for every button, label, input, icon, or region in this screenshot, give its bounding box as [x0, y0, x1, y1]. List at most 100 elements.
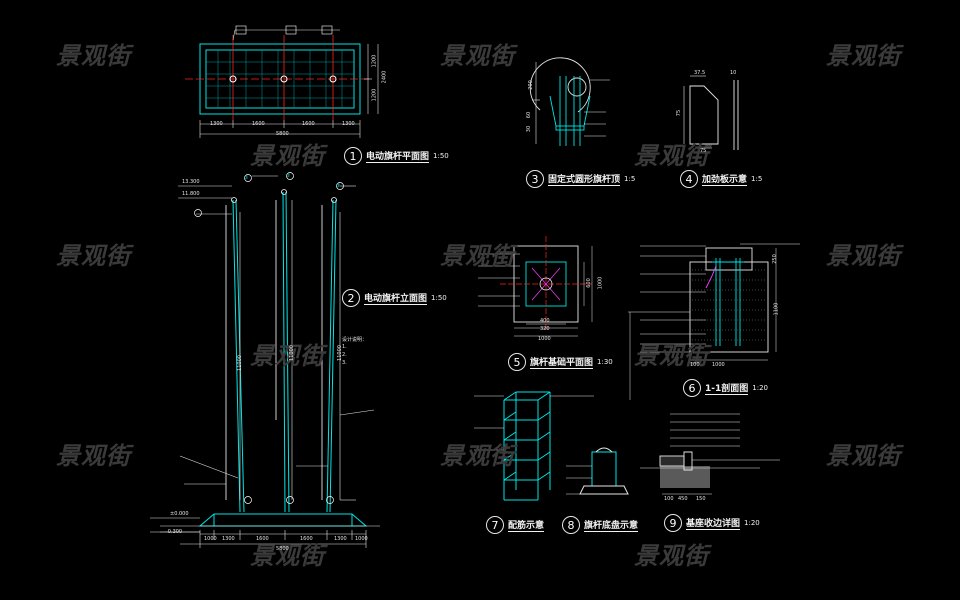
dim-label: 1000 — [538, 336, 551, 342]
watermark: 景观街 — [440, 42, 515, 70]
detail-3-pole-top — [529, 57, 610, 146]
dim-label: 1300 — [334, 536, 347, 542]
dim-label: 1100 — [773, 302, 780, 316]
detail-number: 9 — [664, 514, 682, 532]
detail-title-text: 1-1剖面图 — [705, 381, 749, 395]
note-line: 2. — [342, 352, 347, 358]
watermark: 景观街 — [826, 442, 901, 470]
level-label: 11.800 — [182, 191, 200, 197]
dim-label: 1000 — [204, 536, 217, 542]
detail-number: 5 — [508, 353, 526, 371]
detail-number: 6 — [683, 379, 701, 397]
grid-marker: ② — [286, 173, 291, 179]
detail-scale: 1:20 — [752, 384, 768, 392]
dim-label: 100 — [664, 496, 674, 502]
watermark: 景观街 — [250, 142, 325, 170]
dim-label: 1600 — [256, 536, 269, 542]
dim-label: 1000 — [355, 536, 368, 542]
dim-label: 400 — [540, 318, 550, 324]
detail-6-section — [628, 243, 800, 400]
dim-label: 1200 — [371, 54, 378, 68]
detail-title-1: 1 电动旗杆平面图 1:50 — [344, 147, 449, 165]
dim-label: 5800 — [276, 131, 289, 137]
detail-number: 2 — [342, 289, 360, 307]
detail-number: 8 — [562, 516, 580, 534]
dim-label: 1600 — [302, 121, 315, 127]
dim-label: 1200 — [371, 88, 378, 102]
detail-title-text: 基座收边详图 — [686, 516, 741, 530]
detail-title-text: 加劲板示意 — [702, 172, 748, 186]
detail-1-plan — [185, 25, 379, 138]
detail-scale: 1:5 — [751, 175, 763, 183]
grid-marker: ③ — [336, 183, 341, 189]
detail-scale: 1:50 — [433, 152, 449, 160]
dim-label: 320 — [540, 326, 550, 332]
level-label: ±0.000 — [170, 511, 189, 517]
detail-8-baseplate — [566, 447, 629, 495]
watermark: 景观街 — [440, 442, 515, 470]
detail-number: 3 — [526, 170, 544, 188]
dim-label: 75 — [700, 148, 707, 154]
detail-scale: 1:50 — [431, 294, 447, 302]
dim-label: 1300 — [222, 536, 235, 542]
detail-scale: 1:5 — [624, 175, 636, 183]
level-label: -0.300 — [166, 529, 183, 535]
detail-title-text: 配筋示意 — [508, 518, 545, 532]
detail-2-elevation — [150, 172, 380, 548]
detail-title-8: 8 旗杆底盘示意 — [562, 516, 639, 534]
dim-label: 1600 — [300, 536, 313, 542]
detail-9-edge — [640, 413, 780, 495]
watermark: 景观街 — [250, 342, 325, 370]
dim-label: 37.5 — [694, 70, 706, 76]
watermark: 景观街 — [440, 242, 515, 270]
dim-label: 250 — [771, 254, 778, 264]
detail-title-text: 固定式圆形旗杆顶 — [548, 172, 621, 186]
dim-label: 1000 — [597, 276, 604, 290]
dim-label: 100 — [690, 362, 700, 368]
detail-title-3: 3 固定式圆形旗杆顶 1:5 — [526, 170, 635, 188]
detail-title-text: 旗杆底盘示意 — [584, 518, 639, 532]
detail-number: 4 — [680, 170, 698, 188]
detail-scale: 1:30 — [597, 358, 613, 366]
level-label: 13.300 — [182, 179, 200, 185]
watermark: 景观街 — [634, 342, 709, 370]
detail-title-5: 5 旗杆基础平面图 1:30 — [508, 353, 613, 371]
dim-label: 450 — [678, 496, 688, 502]
dim-label: 5800 — [276, 546, 289, 552]
watermark: 景观街 — [56, 242, 131, 270]
dim-label: 1300 — [210, 121, 223, 127]
dim-label: 1000 — [712, 362, 725, 368]
watermark: 景观街 — [826, 242, 901, 270]
watermark: 景观街 — [634, 542, 709, 570]
dim-label: 600 — [585, 278, 592, 288]
dim-label: 1300 — [342, 121, 355, 127]
dim-label: 75 — [676, 109, 683, 117]
dim-label: 30 — [526, 125, 533, 133]
watermark: 景观街 — [56, 42, 131, 70]
dim-label: 11000 — [288, 345, 295, 361]
dim-label: 1600 — [252, 121, 265, 127]
detail-title-9: 9 基座收边详图 1:20 — [664, 514, 760, 532]
detail-title-text: 电动旗杆平面图 — [366, 149, 430, 163]
dim-label: 150 — [696, 496, 706, 502]
detail-title-4: 4 加劲板示意 1:5 — [680, 170, 762, 188]
detail-title-7: 7 配筋示意 — [486, 516, 545, 534]
dim-label: 10 — [730, 70, 737, 76]
watermark: 景观街 — [634, 142, 709, 170]
grid-marker: ① — [244, 175, 249, 181]
detail-title-text: 旗杆基础平面图 — [530, 355, 594, 369]
dim-label: 2400 — [381, 70, 388, 84]
dim-label: 200 — [527, 80, 534, 90]
dim-label: 11000 — [236, 355, 243, 371]
notes-header: 设计说明： — [342, 337, 368, 343]
detail-title-2: 2 电动旗杆立面图 1:50 — [342, 289, 447, 307]
detail-title-text: 电动旗杆立面图 — [364, 291, 428, 305]
detail-7-rebar — [474, 391, 594, 501]
detail-5-foundation-plan — [478, 236, 593, 337]
detail-title-6: 6 1-1剖面图 1:20 — [683, 379, 768, 397]
detail-4-stiffener — [683, 75, 739, 150]
dim-label: 60 — [526, 111, 533, 119]
note-line: 1. — [342, 344, 347, 350]
watermark: 景观街 — [826, 42, 901, 70]
